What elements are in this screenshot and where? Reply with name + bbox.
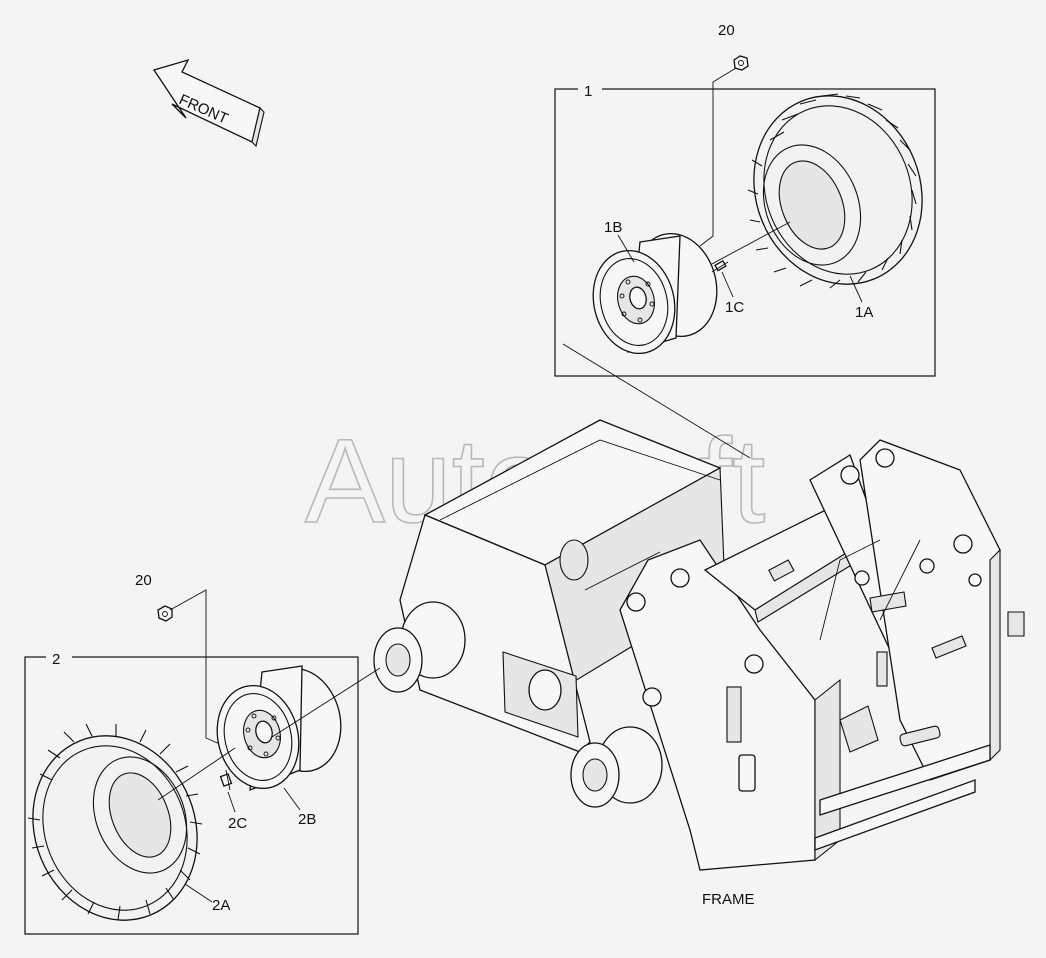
group-box-2 xyxy=(24,656,359,935)
leader-nut-left xyxy=(169,589,223,746)
leader-tire-2a xyxy=(184,883,213,903)
leader-valve-2c xyxy=(227,791,236,813)
leader-axle-2b xyxy=(157,747,236,801)
leader-tire-1a xyxy=(849,275,863,303)
group-box-1 xyxy=(554,88,936,377)
callout-tire-1a: 1A xyxy=(855,304,873,321)
machine-frame xyxy=(373,419,1025,871)
frame-label: FRAME xyxy=(702,891,755,908)
callout-rim-1b: 1B xyxy=(604,219,622,236)
tire-2a xyxy=(27,723,203,921)
leader-axle-2 xyxy=(271,667,381,738)
rim-1b xyxy=(592,232,718,355)
valve-stem-1c-icon xyxy=(711,260,729,273)
callout-nut-top: 20 xyxy=(718,22,735,39)
callout-box-2: 2 xyxy=(52,651,60,668)
tire-1a xyxy=(747,93,923,289)
leader-nut-top xyxy=(699,67,737,247)
front-arrow-icon xyxy=(152,58,265,148)
rim-2b xyxy=(216,665,342,792)
callout-nut-left: 20 xyxy=(135,572,152,589)
box2-label-gap xyxy=(46,650,72,664)
callout-valve-2c: 2C xyxy=(228,815,247,832)
leader-box1-to-frame xyxy=(562,343,751,459)
leader-rim-2b xyxy=(283,787,301,811)
leader-valve-1c xyxy=(721,271,734,298)
callout-valve-1c: 1C xyxy=(725,299,744,316)
callout-rim-2b: 2B xyxy=(298,811,316,828)
lug-nut-left-icon xyxy=(157,605,173,622)
leader-rim-1b xyxy=(617,234,635,263)
callout-box-1: 1 xyxy=(584,83,592,100)
callout-tire-2a: 2A xyxy=(212,897,230,914)
valve-stem-2c-icon xyxy=(219,769,233,791)
lug-nut-top-icon xyxy=(733,55,749,71)
box1-label-gap xyxy=(578,82,602,96)
